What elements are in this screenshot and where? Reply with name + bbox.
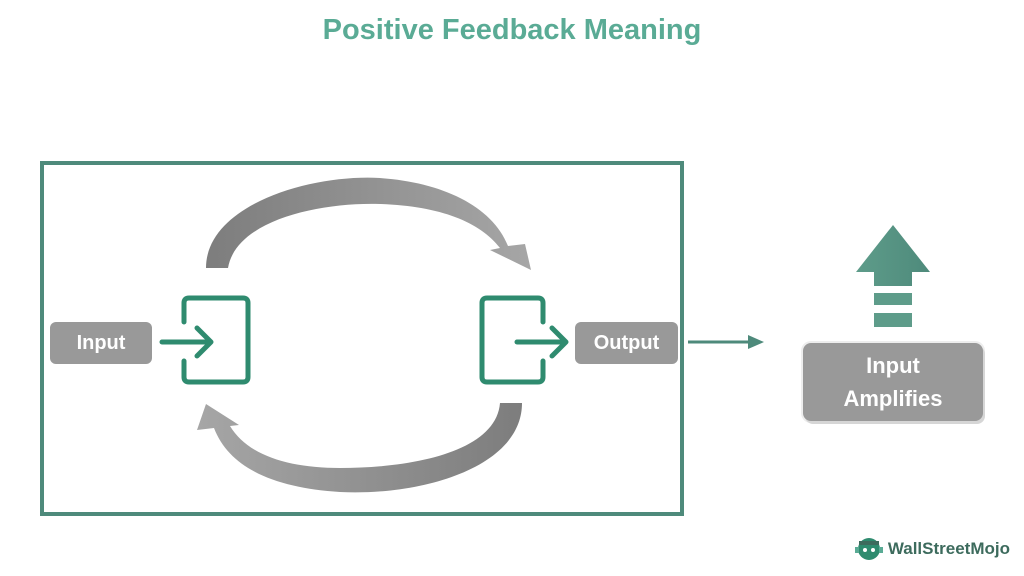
result-line-1: Input [866, 353, 920, 378]
brand-name: WallStreetMojo [887, 539, 1010, 558]
input-amplifies-box: Input Amplifies [803, 343, 983, 421]
wallstreetmojo-logo-icon [854, 538, 883, 560]
result-line-2: Amplifies [843, 386, 943, 411]
top-curved-arrow [206, 177, 531, 270]
feedback-loop-frame [40, 161, 684, 516]
brand-watermark: WallStreetMojo [854, 536, 1010, 562]
output-label: Output [575, 322, 678, 364]
page-title: Positive Feedback Meaning [322, 14, 702, 46]
exit-icon [479, 295, 569, 385]
output-arrow [688, 335, 764, 349]
input-label: Input [50, 322, 152, 364]
up-arrow-icon [856, 225, 930, 327]
enter-icon [159, 295, 251, 385]
bottom-curved-arrow [197, 403, 522, 493]
